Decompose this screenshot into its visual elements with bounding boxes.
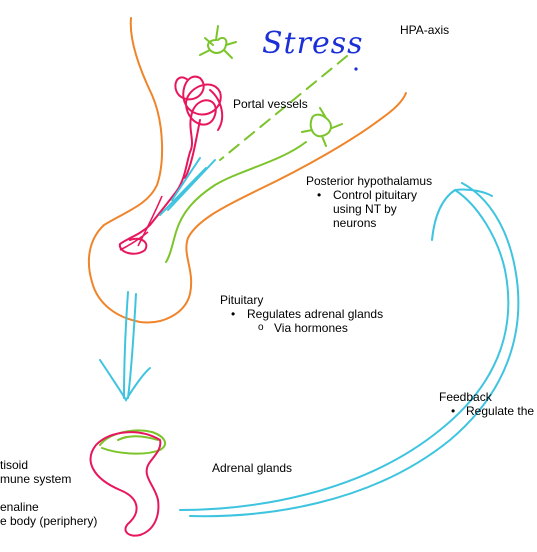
adrenal-cap-drawing (99, 429, 167, 455)
cortisol-line2: mune system (0, 472, 72, 486)
posterior-bullet-line1: Control pituitary (333, 188, 418, 202)
posterior-bullet-line3: neurons (333, 216, 377, 230)
posterior-bullet-line2: using NT by (333, 202, 397, 216)
pituitary-bullet: Regulates adrenal glands (247, 307, 384, 321)
adrenaline-line1: enaline (0, 500, 39, 514)
adrenaline-line2: e body (periphery) (0, 514, 98, 528)
neuron-top-icon (199, 25, 237, 59)
neuron-axon (165, 141, 307, 263)
dashed-signal-line (219, 55, 348, 161)
stress-dot (354, 67, 358, 71)
feedback-bullet: Regulate the (466, 404, 535, 418)
down-arrow (99, 291, 151, 402)
adrenal-glands-label: Adrenal glands (212, 461, 293, 475)
portal-vessels-label: Portal vessels (233, 97, 308, 111)
posterior-hypothalamus-label: Posterior hypothalamus (306, 174, 433, 188)
feedback-bullet-dot: • (451, 404, 456, 418)
cyan-flow-lines (159, 157, 216, 216)
portal-vessels-branch (119, 195, 163, 251)
portal-vessels-drawing (118, 75, 224, 255)
posterior-bullet-dot: • (317, 188, 322, 202)
neuron-posterior-icon (301, 107, 343, 147)
hpa-axis-title: HPA-axis (400, 23, 450, 37)
pituitary-sub-bullet: Via hormones (274, 321, 348, 335)
pituitary-bullet-dot: • (231, 307, 236, 321)
brain-outline-left (87, 17, 407, 324)
stress-handwriting: Stress (262, 26, 364, 61)
feedback-label: Feedback (439, 390, 492, 404)
adrenal-gland-drawing (89, 431, 162, 537)
cortisol-line1: tisoid (0, 458, 29, 472)
pituitary-sub-bullet-circle: o (258, 322, 264, 333)
pituitary-label: Pituitary (220, 293, 264, 307)
feedback-loop-arrow (179, 182, 520, 518)
